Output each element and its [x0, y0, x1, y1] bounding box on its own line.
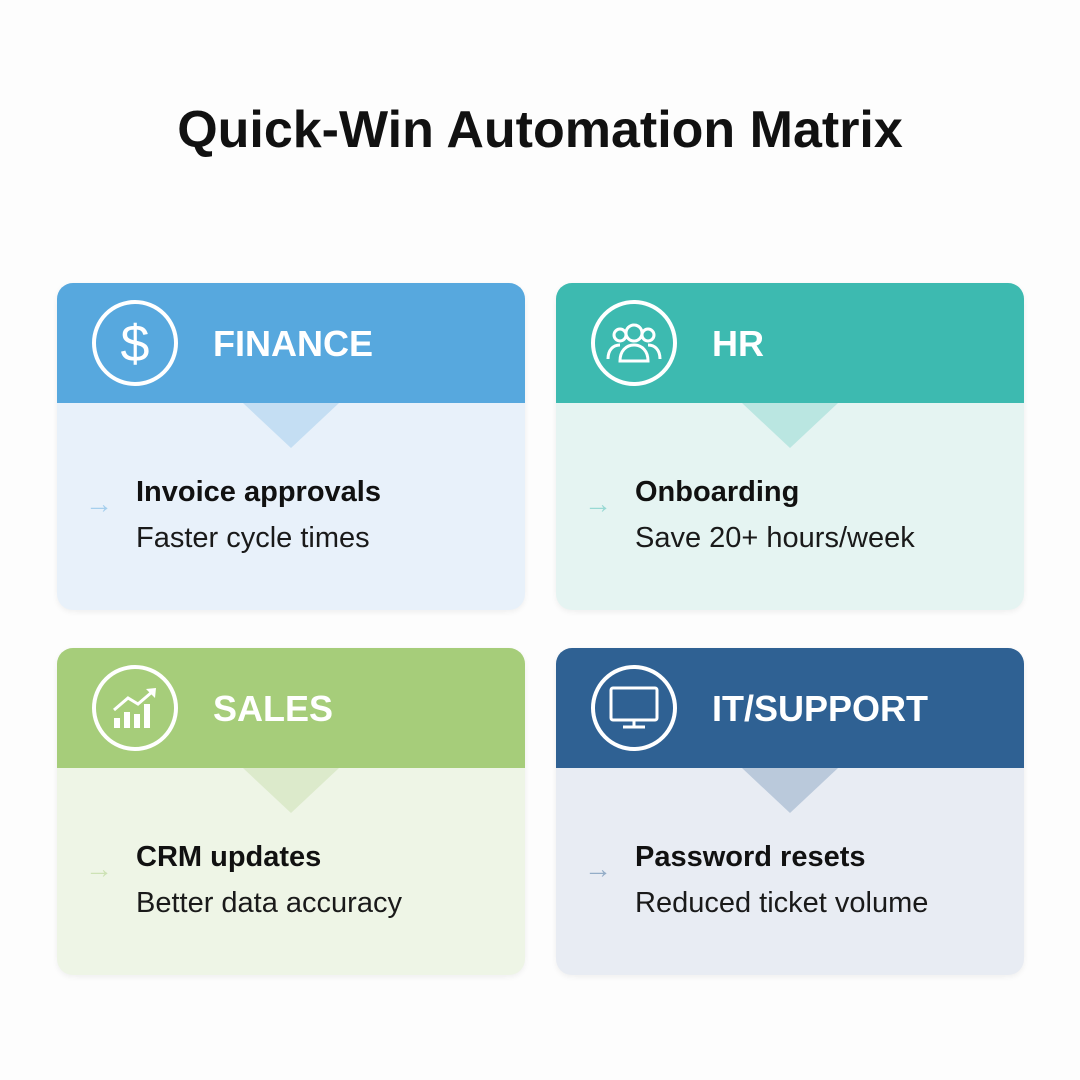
- card-label: HR: [712, 323, 764, 364]
- page-title: Quick-Win Automation Matrix: [177, 101, 903, 159]
- card-benefit: Save 20+ hours/week: [635, 522, 915, 554]
- it-support-card: IT/SUPPORT → Password resets Reduced tic…: [556, 648, 1024, 975]
- pointer-triangle: [243, 403, 339, 448]
- card-header: SALES: [57, 648, 525, 768]
- card-label: FINANCE: [213, 323, 373, 364]
- sales-card: SALES → CRM updates Better data accuracy: [57, 648, 525, 975]
- card-item: Password resets: [635, 841, 866, 873]
- card-item: CRM updates: [136, 841, 322, 873]
- card-item: Invoice approvals: [136, 476, 381, 508]
- pointer-triangle: [742, 768, 838, 813]
- card-item: Onboarding: [635, 476, 800, 508]
- card-benefit: Better data accuracy: [136, 887, 402, 919]
- svg-text:$: $: [121, 315, 150, 373]
- growth-chart-icon: [92, 665, 178, 751]
- people-icon: [591, 300, 677, 386]
- hr-card: HR → Onboarding Save 20+ hours/week: [556, 283, 1024, 610]
- card-label: IT/SUPPORT: [712, 688, 929, 729]
- arrow-icon: →: [584, 853, 612, 884]
- arrow-icon: →: [584, 488, 612, 519]
- monitor-icon: [591, 665, 677, 751]
- card-header: IT/SUPPORT: [556, 648, 1024, 768]
- arrow-icon: →: [85, 488, 113, 519]
- finance-card: $ FINANCE → Invoice approvals Faster cyc…: [57, 283, 525, 610]
- pointer-triangle: [243, 768, 339, 813]
- dollar-icon: $: [92, 300, 178, 386]
- card-label: SALES: [213, 688, 334, 729]
- card-header: $ FINANCE: [57, 283, 525, 403]
- arrow-icon: →: [85, 853, 113, 884]
- card-header: HR: [556, 283, 1024, 403]
- card-benefit: Reduced ticket volume: [635, 887, 929, 919]
- card-benefit: Faster cycle times: [136, 522, 370, 554]
- pointer-triangle: [742, 403, 838, 448]
